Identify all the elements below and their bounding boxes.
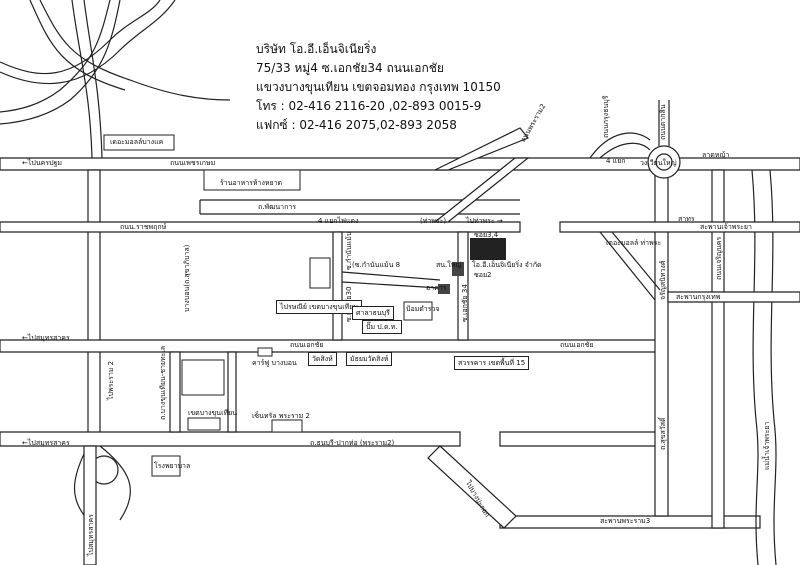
label-bang-bon-rd: บางบอน(ถ.สุขาภิบาล) xyxy=(183,244,191,312)
label-hospital: โรงพยาบาล xyxy=(154,462,191,470)
label-chao-phraya-river: แม่น้ำเจ้าพระยา xyxy=(763,421,771,470)
company-name: บริษัท โอ.อี.เอ็นจิเนียริ่ง xyxy=(256,42,377,56)
label-kamnan-maen-8: (ซ.กำนันแม้น 8 xyxy=(352,261,401,269)
label-phatthanakan-rd: ถ.พัฒนาการ xyxy=(258,203,297,211)
label-suksawat: ถ.สุขสวัสดิ์ xyxy=(659,417,667,450)
company-address-2: แขวงบางขุนเทียน เขตจอมทอง กรุงเทพ 10150 xyxy=(256,80,501,94)
label-wat-sing: วัดสิงห์ xyxy=(308,352,337,367)
label-soi-ekachai34: ซ.เอกชัย 34 xyxy=(461,284,469,322)
label-intersection-4: 4 แยกไฟแดง xyxy=(318,217,359,225)
label-ekachai-rd: ถนนเอกชัย xyxy=(290,341,324,349)
label-soi-2: ซอย2 xyxy=(474,271,492,279)
label-charan: จรัญสนิทวงศ์ xyxy=(659,260,667,300)
label-carrefour: คาร์ฟู บางบอน xyxy=(252,359,297,367)
post-office: ไปรษณีย์ เขตบางขุนเทียน xyxy=(276,300,363,315)
label-ekkachai-rd-2: ถนนเอกชัย xyxy=(560,341,594,349)
label-express-bang-khae: เดอะมอลล์บางแค xyxy=(110,138,164,146)
company-info: บริษัท โอ.อี.เอ็นจิเนียริ่ง 75/33 หมู่4 … xyxy=(256,40,501,135)
label-restaurant: ร้านอาหารห้างหยาด xyxy=(220,179,283,187)
label-tak-sin-rd: ถนนตากสิน xyxy=(659,104,667,140)
label-police-station: ป้อมตำรวจ xyxy=(406,305,440,313)
label-police: สวรรคาร เขตพื้นที่ 15 xyxy=(454,356,530,371)
label-soi-3-4: ซอย3,4 xyxy=(474,231,499,239)
company-phone: โทร : 02-416 2116-20 ,02-893 0015-9 xyxy=(256,99,482,113)
label-wongwian-yai: วงเวียนใหญ่ xyxy=(640,159,677,167)
label-to-samut-sakhon-1: ไปสมุทรสาคร xyxy=(22,335,70,342)
label-central-rama2: เซ็นทรัล พระราม 2 xyxy=(252,412,310,420)
label-the-mall-tha-phra: เดอะมอลล์ ท่าพระ xyxy=(606,239,662,247)
label-rama3-bridge: สะพานพระราม3 xyxy=(600,517,651,525)
label-ptt-station: ปั๊ม ป.ต.ท. xyxy=(362,320,402,335)
label-to-samut-sakhon-3: ไปสมุทรสาคร xyxy=(87,514,95,556)
label-building: อาคาร xyxy=(426,284,447,292)
label-wat-sing-school: มัธยมวัดสิงห์ xyxy=(346,352,393,367)
label-to-nakhon-pathom: ไปนครปฐม xyxy=(22,160,62,167)
label-charoen-rat: ถนนกรุงธนบุรี xyxy=(602,95,610,139)
company-fax: แฟกซ์ : 02-416 2075,02-893 2058 xyxy=(256,118,457,132)
label-phetkasem-rd: ถนนเพชรเกษม xyxy=(170,159,216,167)
label-krungthep-bridge: สะพานกรุงเทพ xyxy=(676,293,721,301)
label-rajaphruek-rd: ถนน.ราชพฤกษ์ xyxy=(120,223,167,231)
label-intersection: 4 แยก xyxy=(606,157,626,165)
label-sai-yai: สน.ใหญ่ xyxy=(436,261,462,269)
label-lat-ya: ลาดหญ้า xyxy=(702,151,730,159)
label-sathorn: สาทร xyxy=(678,215,695,223)
label-to-tha-phra: ไปท่าพระ xyxy=(466,218,503,225)
label-district-office: เขตบางขุนเทียน xyxy=(188,409,237,417)
label-rama2-rd: ถ.ธนบุรี-ปากท่อ (พระราม2) xyxy=(310,439,395,447)
label-bang-khun-thian-rd: ถ.บางขุนเทียน-ชายทะเล xyxy=(159,345,167,420)
label-chao-phraya-bridge: สะพานเจ้าพระยา xyxy=(700,223,752,231)
label-to-samut-sakhon-2: ไปสมุทรสาคร xyxy=(22,440,70,447)
label-charoen-nakhon: ถนนเจริญนคร xyxy=(715,236,723,280)
company-address-1: 75/33 หมู่4 ซ.เอกชัย34 ถนนเอกชัย xyxy=(256,61,444,75)
label-oe-company: โอ.อี.เอ็นจิเนียริ่ง จำกัด xyxy=(472,261,542,269)
label-sala-thonburi: ศาลาธนบุรี xyxy=(352,306,394,321)
label-to-rama2: ไปพระราม 2 xyxy=(107,360,115,400)
label-tha-phra: (ท่าพระ) xyxy=(420,217,447,225)
